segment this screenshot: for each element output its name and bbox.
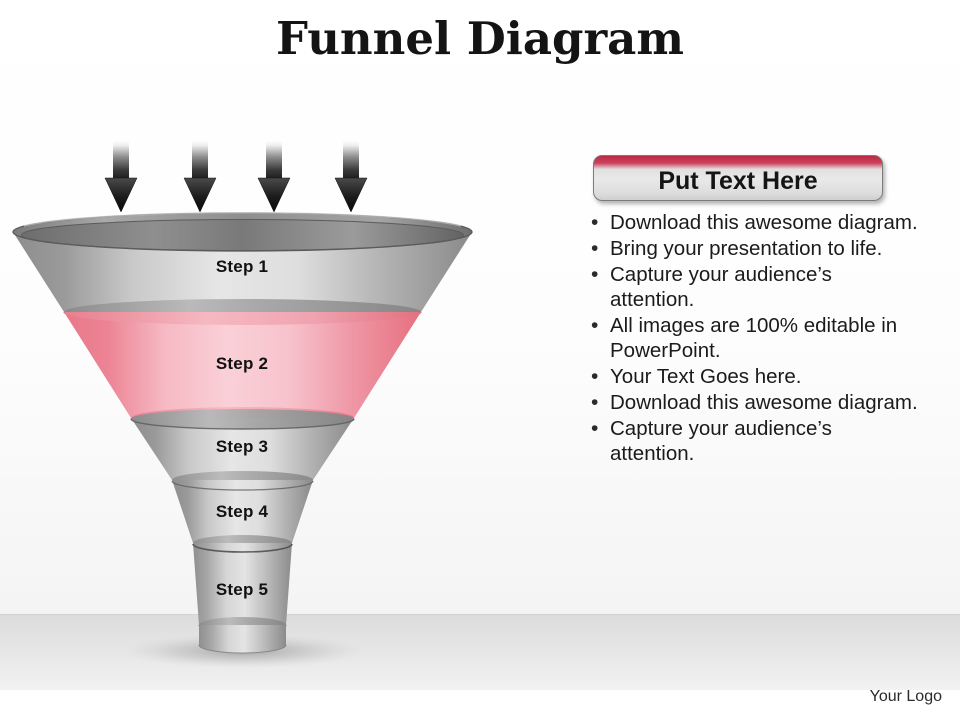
list-item: • Capture your audience’s attention. [588,416,918,466]
bullet-dot-icon: • [591,391,599,414]
list-item-text: Download this awesome diagram. [610,211,918,234]
funnel-label-step-2: Step 2 [215,354,269,373]
bullet-dot-icon: • [591,263,599,286]
bullet-dot-icon: • [591,211,599,234]
funnel-label-step-1: Step 1 [215,257,269,276]
bullet-dot-icon: • [591,417,599,440]
list-item-text: Download this awesome diagram. [610,391,918,414]
put-text-here-button[interactable]: Put Text Here [593,155,883,201]
funnel-top-rim [12,212,473,252]
logo-placeholder: Your Logo [869,688,942,705]
bullet-dot-icon: • [591,314,599,337]
bullet-dot-icon: • [591,365,599,388]
list-item: • Download this awesome diagram. [588,210,918,235]
page-title: Funnel Diagram [276,12,684,65]
funnel-label-step-5: Step 5 [215,580,269,599]
put-text-here-button-label: Put Text Here [658,166,818,195]
list-item-text: Your Text Goes here. [610,365,802,388]
list-item-text: Capture your audience’s attention. [610,263,832,311]
list-item: • All images are 100% editable in PowerP… [588,313,918,363]
funnel-label-step-3: Step 3 [215,437,269,456]
list-item: • Bring your presentation to life. [588,236,918,261]
list-item: • Capture your audience’s attention. [588,262,918,312]
list-item: • Your Text Goes here. [588,364,918,389]
funnel-label-step-4: Step 4 [215,502,269,521]
slide-background-bottom [0,690,960,720]
funnel-segment-step-5[interactable] [192,543,293,654]
list-item-text: Bring your presentation to life. [610,237,883,260]
bullet-dot-icon: • [591,237,599,260]
list-item-text: Capture your audience’s attention. [610,417,832,465]
list-item: • Download this awesome diagram. [588,390,918,415]
bullet-list: • Download this awesome diagram. • Bring… [588,210,918,467]
list-item-text: All images are 100% editable in PowerPoi… [610,314,898,362]
